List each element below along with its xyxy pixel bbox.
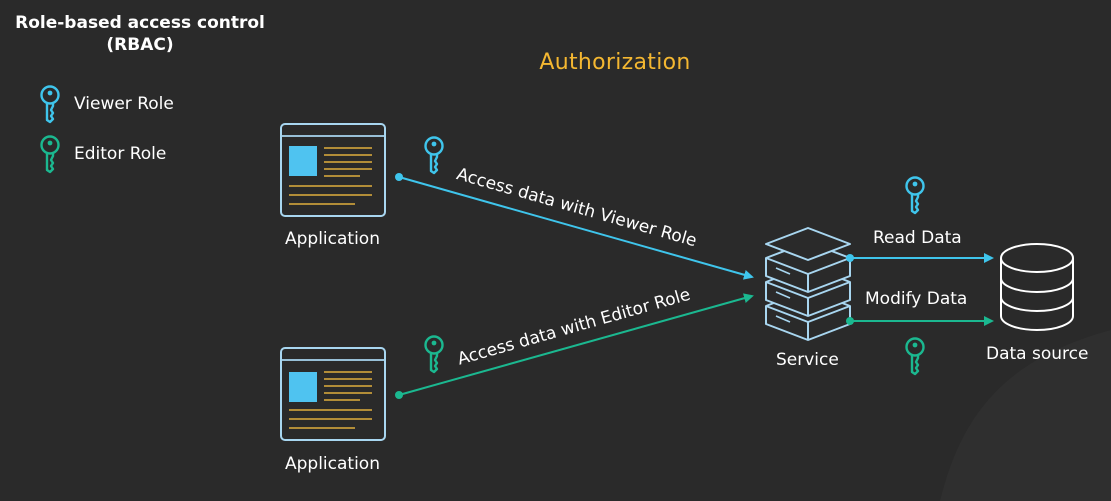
service-icon [765,227,851,341]
application-icon-bottom [280,347,386,441]
key-icon [424,335,444,374]
key-icon [40,85,60,124]
edge-label-modify: Modify Data [865,289,968,309]
application-label-top: Application [285,229,380,249]
application-label-bottom: Application [285,454,380,474]
legend-item-viewer: Viewer Role [38,84,174,124]
legend-item-editor: Editor Role [38,134,166,174]
datasource-label: Data source [986,344,1089,364]
legend-title-line2: (RBAC) [106,35,174,55]
legend-title: Role-based access control (RBAC) [0,12,280,56]
database-icon [1000,243,1074,331]
application-icon-top [280,123,386,217]
diagram-title: Authorization [539,50,691,75]
key-icon [424,136,444,175]
legend-label-viewer: Viewer Role [74,94,174,114]
edge-label-read: Read Data [873,228,962,248]
edge-modify-arrow [846,316,994,326]
legend-title-line1: Role-based access control [15,13,265,33]
edge-read-arrow [846,253,994,263]
service-label: Service [776,350,839,370]
key-icon [905,176,925,215]
legend-label-editor: Editor Role [74,144,167,164]
key-icon [40,135,60,174]
edge-viewer-arrow [395,173,754,280]
edge-editor-arrow [395,293,754,399]
key-icon [905,337,925,376]
